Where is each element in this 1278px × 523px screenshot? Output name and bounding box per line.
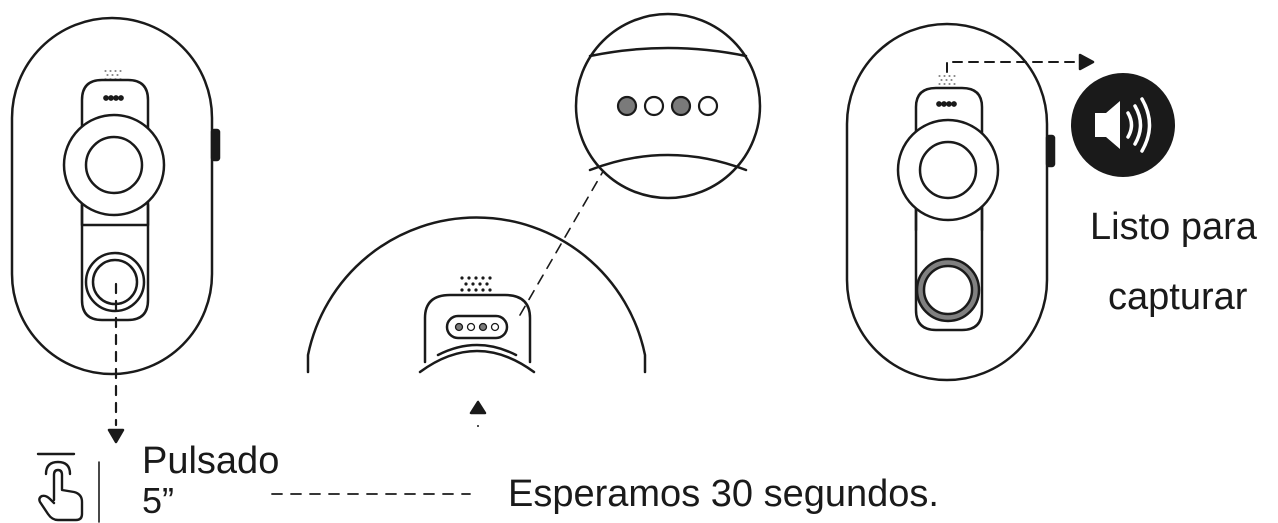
lens-rim-arc — [418, 349, 536, 374]
trigger-button-outer — [84, 251, 146, 313]
mic-holes — [938, 75, 956, 85]
lens-inner — [84, 135, 144, 195]
device-right — [845, 22, 1095, 382]
pressed-label: Pulsado — [142, 440, 280, 482]
device-middle-closeup — [306, 167, 647, 427]
led-dot — [951, 101, 957, 107]
lens-outer — [62, 113, 166, 217]
zoom-led-4 — [697, 95, 719, 117]
device-top-arc — [306, 216, 647, 374]
sensor-housing — [423, 293, 532, 364]
led-3 — [478, 322, 488, 332]
press-hold-finger-icon — [36, 452, 100, 523]
zoom-leader-line — [519, 167, 606, 316]
led-dot — [936, 101, 942, 107]
zoom-led-2 — [643, 95, 665, 117]
mic-holes — [104, 70, 122, 80]
led-1 — [454, 322, 464, 332]
wait-label: Esperamos 30 segundos. — [508, 473, 939, 515]
lens-rim-arc-shadow — [436, 343, 518, 357]
ready-label-line2: capturar — [1108, 276, 1248, 318]
led-zoom-magnifier — [574, 12, 762, 200]
led-dot — [118, 95, 124, 101]
sensor-strip — [914, 86, 984, 232]
sensor-strip — [80, 78, 150, 227]
trigger-button-inner — [922, 264, 974, 316]
ready-label-line1: Listo para — [1090, 206, 1257, 248]
up-arrow-icon — [469, 400, 487, 415]
zoom-led-1 — [616, 95, 638, 117]
device-left — [10, 16, 221, 444]
duration-label: 5” — [142, 480, 175, 521]
mic-holes — [460, 276, 492, 292]
device-body — [10, 16, 214, 376]
arrow-dot — [477, 425, 479, 427]
sound-connector-line — [946, 61, 1081, 73]
led-dots — [103, 95, 109, 101]
zoom-circle — [574, 12, 762, 200]
side-button — [210, 128, 221, 162]
led-dot — [108, 95, 114, 101]
led-window — [445, 314, 509, 340]
device-body — [845, 22, 1049, 382]
led-dot — [946, 101, 952, 107]
lens-inner — [918, 140, 978, 200]
led-2 — [466, 322, 476, 332]
led-4 — [490, 322, 500, 332]
led-dot — [113, 95, 119, 101]
led-dot — [941, 101, 947, 107]
press-arrow-head — [107, 428, 125, 444]
sensor-strip-lower — [914, 198, 984, 332]
zoom-upper-edge — [588, 46, 748, 58]
zoom-lower-edge — [588, 153, 748, 172]
lens-outer — [896, 118, 1000, 222]
speaker-sound-icon — [1071, 73, 1175, 177]
side-button — [1045, 134, 1056, 168]
zoom-led-3 — [670, 95, 692, 117]
sound-arrow-head — [1078, 53, 1095, 71]
